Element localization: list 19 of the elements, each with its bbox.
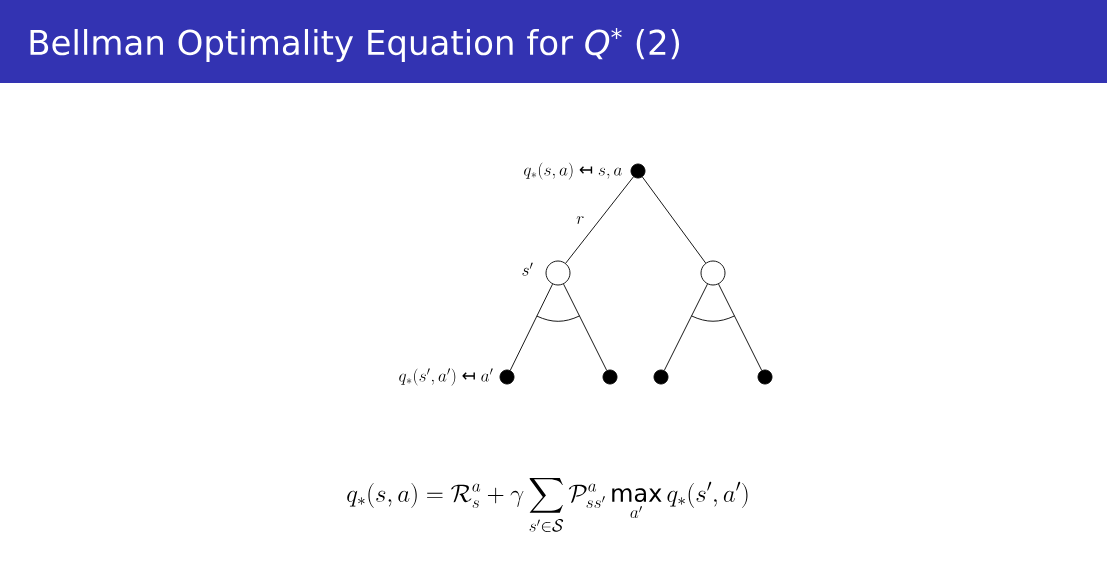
- open-circle: [700, 260, 726, 286]
- filled-dot: [630, 163, 646, 179]
- title-bar: Bellman Optimality Equation for Q$^{*}$ (2): [0, 0, 1107, 83]
- connector-line: [563, 283, 608, 371]
- filled-dot: [602, 369, 618, 385]
- equation: $q_*(s,a) = \mathcal{R}^a_s + \gamma \sum_{s' \in \mathcal{S}} \mathcal{P}^a_{ss'} \max_{a'} q_*(s',a')$: [347, 478, 748, 532]
- node-label: $q_*(s',a') \mathrel{\text{↤}} a'$: [399, 368, 493, 386]
- node-label: $q_*(s,a) \mathrel{\text{↤}} s,a$: [524, 162, 622, 180]
- connector-line: [565, 176, 634, 264]
- node-label: $s'$: [522, 262, 533, 276]
- connector-line: [509, 283, 553, 371]
- filled-dot: [757, 369, 773, 385]
- filled-dot: [653, 369, 669, 385]
- edge-label: $r$: [576, 216, 584, 224]
- filled-dot: [499, 369, 515, 385]
- open-circle: [545, 260, 571, 286]
- connector-line: [641, 176, 707, 264]
- connector-line: [663, 283, 708, 371]
- connector-line: [718, 283, 763, 371]
